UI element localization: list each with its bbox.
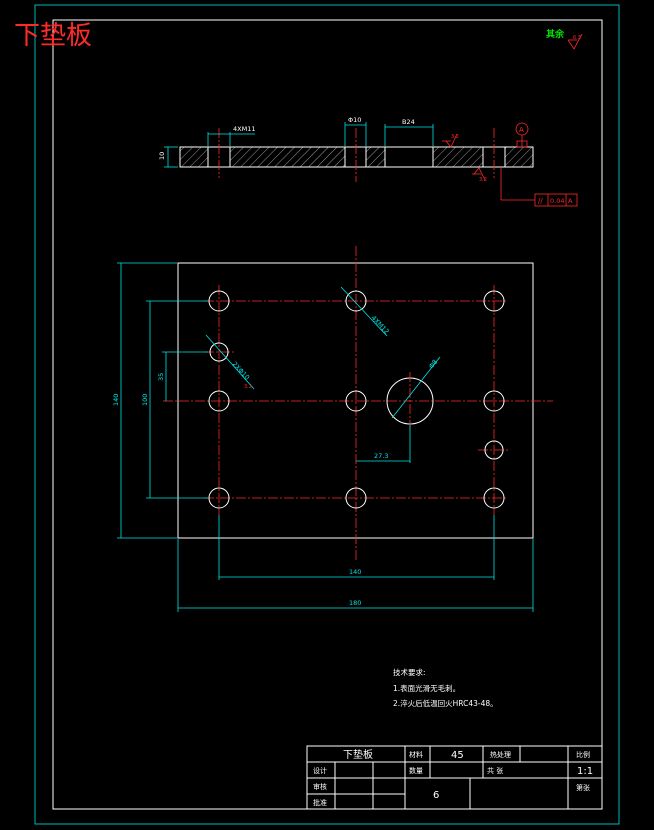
title-scale: 1:1 <box>577 766 593 777</box>
callout-pin-holes: 2XΦ10 <box>231 360 252 382</box>
pin-hole <box>484 440 504 460</box>
hole <box>483 487 505 509</box>
title-designer-label: 设计 <box>313 766 327 775</box>
title-approver-label: 批准 <box>313 798 327 807</box>
pin-hole <box>209 342 229 362</box>
tolerance-frame: // 0.04 A <box>500 167 578 207</box>
svg-text:3.2: 3.2 <box>451 134 459 140</box>
roughness-note: 其余 <box>546 28 565 40</box>
dim-width-overall: 180 <box>349 599 361 607</box>
callout-pin-roughness: 3.2 <box>244 384 252 390</box>
roughness-symbol-top: 3.2 <box>442 133 459 148</box>
hole <box>483 290 505 312</box>
title-material-label: 材料 <box>409 750 423 759</box>
notes-item-1: 1.表面光滑无毛刺。 <box>393 683 460 693</box>
hole <box>483 390 505 412</box>
callout-small-holes: 4XM12 <box>370 314 391 336</box>
inner-border <box>52 19 603 810</box>
callout-pin: Φ10 <box>348 116 361 124</box>
plate-outline <box>177 262 534 539</box>
dim-height-short: 35 <box>157 373 165 381</box>
notes-title: 技术要求: <box>393 667 426 677</box>
plan-view: 140 100 35 140 180 27.3 4XM12 2XΦ10 3.2 … <box>112 246 553 612</box>
title-process-label: 热处理 <box>490 750 511 759</box>
hole <box>208 487 230 509</box>
dim-width-holes: 140 <box>349 568 361 576</box>
title-block: 下垫板 材料 45 热处理 比例 设计 数量 共 张 1:1 审核 批准 6 第… <box>306 745 603 810</box>
datum-feature: A <box>515 122 529 148</box>
title-part-number: 6 <box>433 790 439 801</box>
callout-holes: 4XM11 <box>233 125 255 133</box>
title-page-label: 第张 <box>576 783 590 792</box>
roughness-symbol-default: 6.3 <box>567 33 583 50</box>
hole <box>208 390 230 412</box>
callout-counterbore: B24 <box>402 118 415 126</box>
title-checker-label: 审核 <box>313 782 327 791</box>
svg-text://: // <box>538 197 543 205</box>
title-scale-label: 比例 <box>576 750 590 759</box>
title-part-name: 下垫板 <box>343 748 373 761</box>
dim-offset: 27.3 <box>374 452 388 460</box>
drawing-label: 下垫板 <box>14 21 92 51</box>
title-material: 45 <box>451 750 464 761</box>
title-quantity-label: 数量 <box>409 766 423 775</box>
roughness-symbol-bottom: 3.2 <box>472 167 487 183</box>
hole <box>345 390 367 412</box>
title-sheet-label: 共 张 <box>487 766 503 775</box>
svg-text:A: A <box>519 126 524 134</box>
hole <box>345 290 367 312</box>
dim-height-holes: 100 <box>141 394 149 406</box>
dim-thickness: 10 <box>158 152 166 160</box>
svg-text:3.2: 3.2 <box>479 177 487 183</box>
dim-height-overall: 140 <box>112 394 120 406</box>
section-view: 10 4XM11 Φ10 B24 3.2 3.2 A <box>158 116 578 207</box>
svg-text:6.3: 6.3 <box>573 35 581 41</box>
svg-text:A: A <box>568 197 573 205</box>
notes-item-2: 2.淬火后低温回火HRC43-48。 <box>393 698 498 708</box>
technical-notes: 技术要求: 1.表面光滑无毛刺。 2.淬火后低温回火HRC43-48。 <box>393 667 498 708</box>
hole <box>345 487 367 509</box>
hole <box>208 290 230 312</box>
svg-text:0.04: 0.04 <box>550 197 564 205</box>
outer-border <box>34 4 620 825</box>
